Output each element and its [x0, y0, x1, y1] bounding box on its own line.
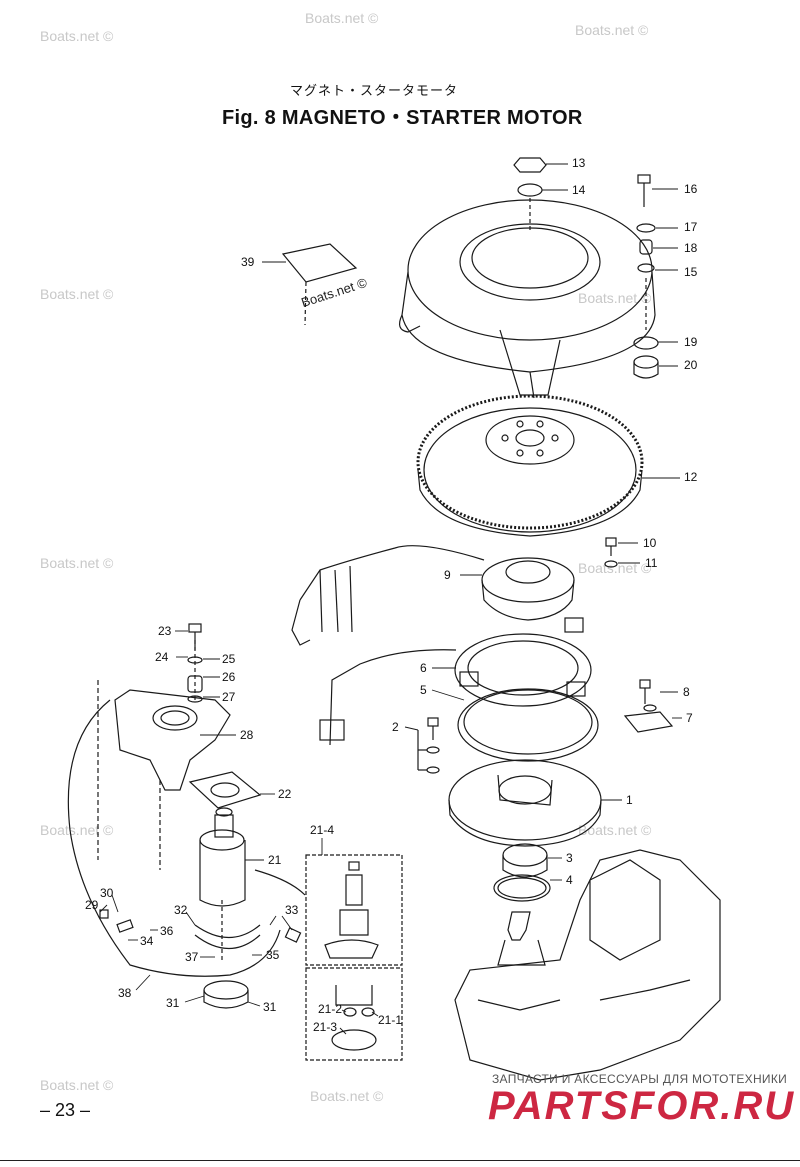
callout-11: 11: [645, 556, 658, 570]
callout-37: 37: [185, 950, 199, 964]
callout-22: 22: [278, 787, 292, 801]
watermark: Boats.net ©: [40, 1077, 114, 1093]
callout-7: 7: [686, 711, 693, 725]
subtitle-japanese: マグネト・スタータモータ: [290, 84, 459, 99]
callout-39: 39: [241, 255, 255, 269]
bracket-7-8: [623, 679, 674, 733]
callout-25: 25: [222, 652, 236, 666]
o-ring-large: [457, 688, 599, 762]
callout-36: 36: [160, 924, 174, 938]
bolt-set-2: [417, 717, 440, 774]
shop-logo: PARTSFOR.RU: [488, 1084, 796, 1128]
callout-4: 4: [566, 873, 573, 887]
shop-tagline: ЗАПЧАСТИ И АКСЕССУАРЫ ДЛЯ МОТОТЕХНИКИ: [492, 1072, 788, 1086]
callout-10: 10: [643, 536, 657, 550]
pulser-coil-ring: [319, 617, 592, 746]
callout-8: 8: [683, 685, 690, 699]
cover-bolt-set: [633, 174, 659, 379]
watermark: Boats.net ©: [578, 560, 652, 576]
callout-21-2: 21-2: [318, 1002, 343, 1016]
callout-33: 33: [285, 903, 299, 917]
callout-27: 27: [222, 690, 236, 704]
watermark: Boats.net ©: [40, 822, 114, 838]
callout-35: 35: [266, 948, 280, 962]
decal-label: [281, 243, 358, 326]
callout-12: 12: [684, 470, 698, 484]
callout-21: 21: [268, 853, 282, 867]
crankshaft-engine-block: [454, 849, 721, 1081]
callout-2: 2: [392, 720, 399, 734]
starter-bolt-set: [187, 623, 203, 703]
callout-18: 18: [684, 241, 698, 255]
callout-24: 24: [155, 650, 169, 664]
callout-1: 1: [626, 793, 633, 807]
starter-drive-inset: [305, 854, 403, 1061]
page-number: – 23 –: [40, 1100, 91, 1120]
callout-16: 16: [684, 182, 698, 196]
watermark: Boats.net ©: [310, 1088, 384, 1104]
callout-15: 15: [684, 265, 698, 279]
callout-21-4: 21-4: [310, 823, 335, 837]
watermark: Boats.net ©: [40, 555, 114, 571]
callout-38: 38: [118, 986, 132, 1000]
callout-29: 29: [85, 898, 99, 912]
starter-band-32: [99, 909, 302, 949]
callout-3: 3: [566, 851, 573, 865]
callout-26: 26: [222, 670, 236, 684]
leader-lines: [99, 163, 682, 1035]
callout-14: 14: [572, 183, 586, 197]
watermark: Boats.net ©: [575, 22, 649, 38]
harness-38: [67, 699, 281, 977]
watermark: Boats.net ©: [40, 286, 114, 302]
callout-13: 13: [572, 156, 586, 170]
callout-31-left: 31: [166, 996, 180, 1010]
callout-6: 6: [420, 661, 427, 675]
callout-30: 30: [100, 886, 114, 900]
callout-17: 17: [684, 220, 698, 234]
callout-28: 28: [240, 728, 254, 742]
watermark: Boats.net ©: [578, 290, 652, 306]
callout-21-3: 21-3: [313, 1020, 338, 1034]
watermark: Boats.net ©: [578, 822, 652, 838]
bottom-rule: [0, 1160, 800, 1161]
watermark: Boats.net ©: [305, 10, 379, 26]
watermark: Boats.net ©: [40, 28, 114, 44]
flywheel: [416, 394, 644, 537]
flywheel-nut: [513, 157, 547, 230]
callout-23: 23: [158, 624, 172, 638]
callout-5: 5: [420, 683, 427, 697]
starter-motor: [199, 807, 306, 960]
starter-mount-bracket: [97, 640, 231, 870]
callout-32: 32: [174, 903, 188, 917]
page-title: Fig. 8 MAGNETO・STARTER MOTOR: [222, 107, 583, 129]
seal-3-4: [493, 843, 551, 902]
callout-31-right: 31: [263, 1000, 277, 1014]
gasket-22: [188, 771, 262, 809]
ring-31: [203, 980, 249, 1009]
stator-base: [448, 759, 602, 847]
callout-21-1: 21-1: [378, 1013, 403, 1027]
flywheel-bolt-10-11: [604, 537, 618, 568]
callout-34: 34: [140, 934, 154, 948]
flywheel-cover: [398, 199, 656, 399]
callout-20: 20: [684, 358, 698, 372]
callout-19: 19: [684, 335, 698, 349]
callout-9: 9: [444, 568, 451, 582]
stator-coil: [291, 545, 575, 646]
